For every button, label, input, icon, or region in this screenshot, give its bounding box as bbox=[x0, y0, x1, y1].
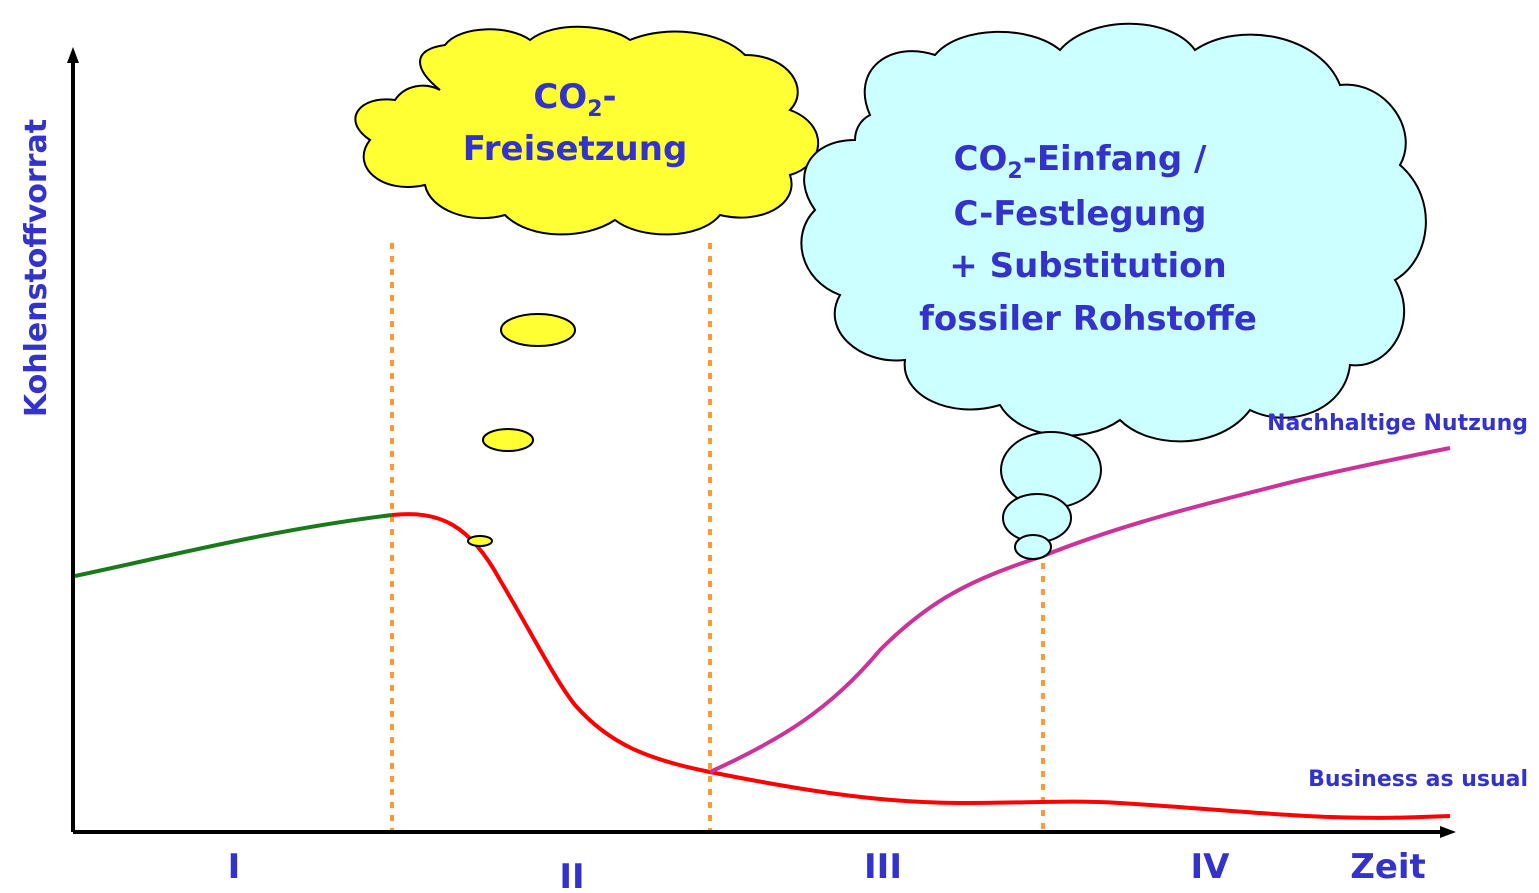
capture-cloud-line4: fossiler Rohstoffe bbox=[919, 299, 1257, 339]
capture-bubble-small bbox=[1014, 534, 1052, 560]
co2-release-cloud: CO2- Freisetzung bbox=[354, 25, 820, 547]
co2-capture-cloud: CO2-Einfang / C-Festlegung + Substitutio… bbox=[800, 22, 1427, 560]
release-bubble-small bbox=[467, 535, 493, 547]
phase-label-1: I bbox=[228, 847, 241, 887]
phase-label-2: II bbox=[559, 857, 584, 893]
phase-label-4: IV bbox=[1191, 847, 1231, 887]
green-curve bbox=[74, 513, 393, 578]
capture-cloud-shape bbox=[800, 22, 1427, 443]
capture-cloud-line1: CO2-Einfang / bbox=[954, 139, 1207, 184]
phase-label-3: III bbox=[864, 847, 902, 887]
release-bubble-large bbox=[500, 313, 576, 347]
release-bubble-medium bbox=[482, 428, 534, 452]
business-as-usual-label: Business as usual bbox=[1308, 767, 1528, 792]
release-cloud-line1: CO2- bbox=[533, 77, 616, 122]
capture-cloud-line2: C-Festlegung bbox=[953, 194, 1206, 234]
release-cloud-line2: Freisetzung bbox=[463, 129, 688, 169]
y-axis-label: Kohlenstoffvorrat bbox=[19, 119, 54, 417]
x-axis-label: Zeit bbox=[1350, 847, 1426, 887]
sustainable-use-label: Nachhaltige Nutzung bbox=[1267, 411, 1528, 436]
business-as-usual-curve bbox=[391, 512, 1451, 820]
release-cloud-shape bbox=[354, 25, 820, 236]
capture-cloud-line3: + Substitution bbox=[949, 246, 1226, 286]
